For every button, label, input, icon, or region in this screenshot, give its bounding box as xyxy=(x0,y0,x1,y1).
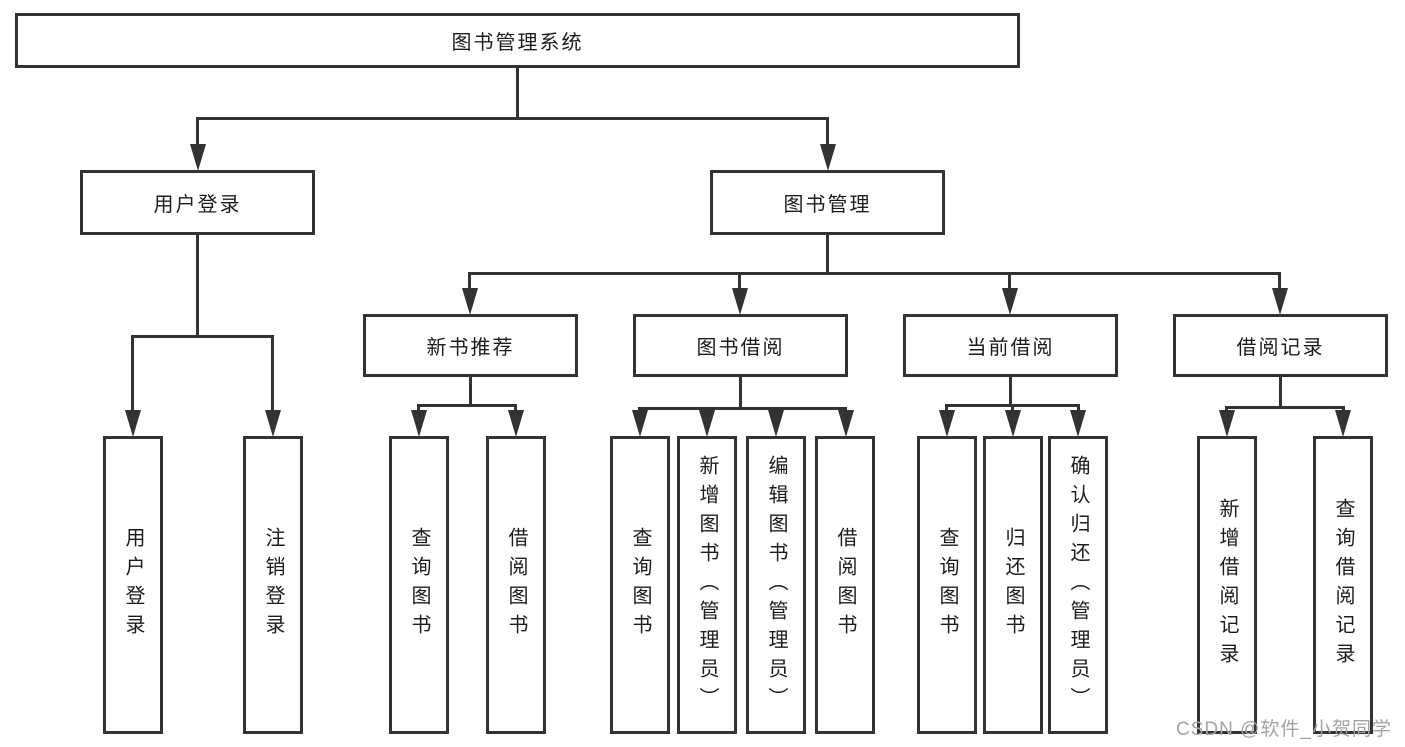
node-root-label: 图书管理系统 xyxy=(451,32,584,54)
connector-stem-book-management xyxy=(826,117,829,149)
node-new-book-recommendation-label: 新书推荐 xyxy=(426,337,515,359)
arrowhead-icon xyxy=(1070,410,1086,437)
arrowhead-icon xyxy=(508,410,524,437)
arrowhead-icon xyxy=(265,410,281,437)
connector-stem-leaf-user-login xyxy=(131,335,134,415)
arrowhead-icon xyxy=(1272,288,1288,315)
leaf-user-login-label: 用户登录 xyxy=(122,527,144,643)
leaf-add-borrow-record-label: 新增借阅记录 xyxy=(1216,498,1238,672)
arrowhead-icon xyxy=(838,410,854,437)
arrowhead-icon xyxy=(632,410,648,437)
connector-stem-records xyxy=(1278,272,1281,292)
leaf-query-borrow-record-label: 查询借阅记录 xyxy=(1332,498,1354,672)
connector-recommend-trunk xyxy=(469,377,472,407)
connector-stem xyxy=(1077,404,1080,415)
leaf-return-book-label: 归还图书 xyxy=(1002,527,1024,643)
arrowhead-icon xyxy=(1002,288,1018,315)
node-user-login: 用户登录 xyxy=(80,170,315,235)
node-user-login-label: 用户登录 xyxy=(153,194,242,216)
leaf-confirm-return-admin-label: 确认归还（管理员） xyxy=(1067,454,1089,716)
connector-recommend-crossbar xyxy=(417,404,517,407)
csdn-watermark: CSDN @软件_小贺同学 xyxy=(1176,719,1392,740)
connector-stem-current xyxy=(1008,272,1011,292)
connector-stem-recommend xyxy=(468,272,471,292)
leaf-add-book-admin: 新增图书（管理员） xyxy=(677,436,737,734)
node-book-management: 图书管理 xyxy=(710,170,945,235)
node-current-borrowing: 当前借阅 xyxy=(903,314,1118,377)
connector-root-trunk xyxy=(516,68,519,118)
leaf-logout-label: 注销登录 xyxy=(262,527,284,643)
node-current-borrowing-label: 当前借阅 xyxy=(966,337,1055,359)
arrowhead-icon xyxy=(462,288,478,315)
arrowhead-icon xyxy=(1219,410,1235,437)
leaf-add-borrow-record: 新增借阅记录 xyxy=(1197,436,1257,734)
arrowhead-icon xyxy=(699,410,715,437)
leaf-query-books-borrowing: 查询图书 xyxy=(610,436,670,734)
leaf-confirm-return-admin: 确认归还（管理员） xyxy=(1048,436,1108,734)
arrowhead-icon xyxy=(1005,410,1021,437)
node-book-borrowing: 图书借阅 xyxy=(633,314,848,377)
arrowhead-icon xyxy=(411,410,427,437)
connector-stem xyxy=(514,404,517,415)
arrowhead-icon xyxy=(732,288,748,315)
leaf-user-login: 用户登录 xyxy=(103,436,163,734)
leaf-edit-book-admin: 编辑图书（管理员） xyxy=(746,436,806,734)
arrowhead-icon xyxy=(125,410,141,437)
arrowhead-icon xyxy=(190,144,206,171)
leaf-borrow-books-recommend-label: 借阅图书 xyxy=(505,527,527,643)
connector-borrowing-trunk xyxy=(739,377,742,410)
node-root: 图书管理系统 xyxy=(15,13,1020,68)
connector-stem xyxy=(945,404,948,415)
leaf-query-books-recommend: 查询图书 xyxy=(389,436,449,734)
leaf-query-borrow-record: 查询借阅记录 xyxy=(1313,436,1373,734)
arrowhead-icon xyxy=(1335,410,1351,437)
leaf-query-books-current-label: 查询图书 xyxy=(936,527,958,643)
leaf-add-book-admin-label: 新增图书（管理员） xyxy=(696,454,718,716)
arrowhead-icon xyxy=(939,410,955,437)
arrowhead-icon xyxy=(820,144,836,171)
leaf-logout: 注销登录 xyxy=(243,436,303,734)
connector-stem-user-login xyxy=(196,117,199,149)
leaf-query-books-current: 查询图书 xyxy=(917,436,977,734)
connector-current-trunk xyxy=(1009,377,1012,407)
leaf-query-books-borrowing-label: 查询图书 xyxy=(629,527,651,643)
connector-borrowing-crossbar xyxy=(638,407,847,410)
node-borrowing-records-label: 借阅记录 xyxy=(1236,337,1325,359)
node-borrowing-records: 借阅记录 xyxy=(1173,314,1388,377)
connector-records-trunk xyxy=(1279,377,1282,409)
connector-stem xyxy=(1011,404,1014,415)
node-book-management-label: 图书管理 xyxy=(783,194,872,216)
leaf-borrow-books-recommend: 借阅图书 xyxy=(486,436,546,734)
connector-stem xyxy=(417,404,420,415)
node-new-book-recommendation: 新书推荐 xyxy=(363,314,578,377)
leaf-query-books-recommend-label: 查询图书 xyxy=(408,527,430,643)
connector-records-crossbar xyxy=(1225,406,1345,409)
leaf-return-book: 归还图书 xyxy=(983,436,1043,734)
arrowhead-icon xyxy=(768,410,784,437)
connector-book-management-crossbar xyxy=(468,272,1281,275)
node-book-borrowing-label: 图书借阅 xyxy=(696,337,785,359)
connector-stem-leaf-logout xyxy=(271,335,274,415)
leaf-borrow-books-borrowing: 借阅图书 xyxy=(815,436,875,734)
leaf-borrow-books-borrowing-label: 借阅图书 xyxy=(834,527,856,643)
leaf-edit-book-admin-label: 编辑图书（管理员） xyxy=(765,454,787,716)
connector-user-login-crossbar xyxy=(131,335,274,338)
connector-book-management-trunk xyxy=(826,235,829,275)
connector-root-crossbar xyxy=(196,117,829,120)
connector-user-login-trunk xyxy=(196,235,199,336)
connector-stem-borrowing xyxy=(738,272,741,292)
